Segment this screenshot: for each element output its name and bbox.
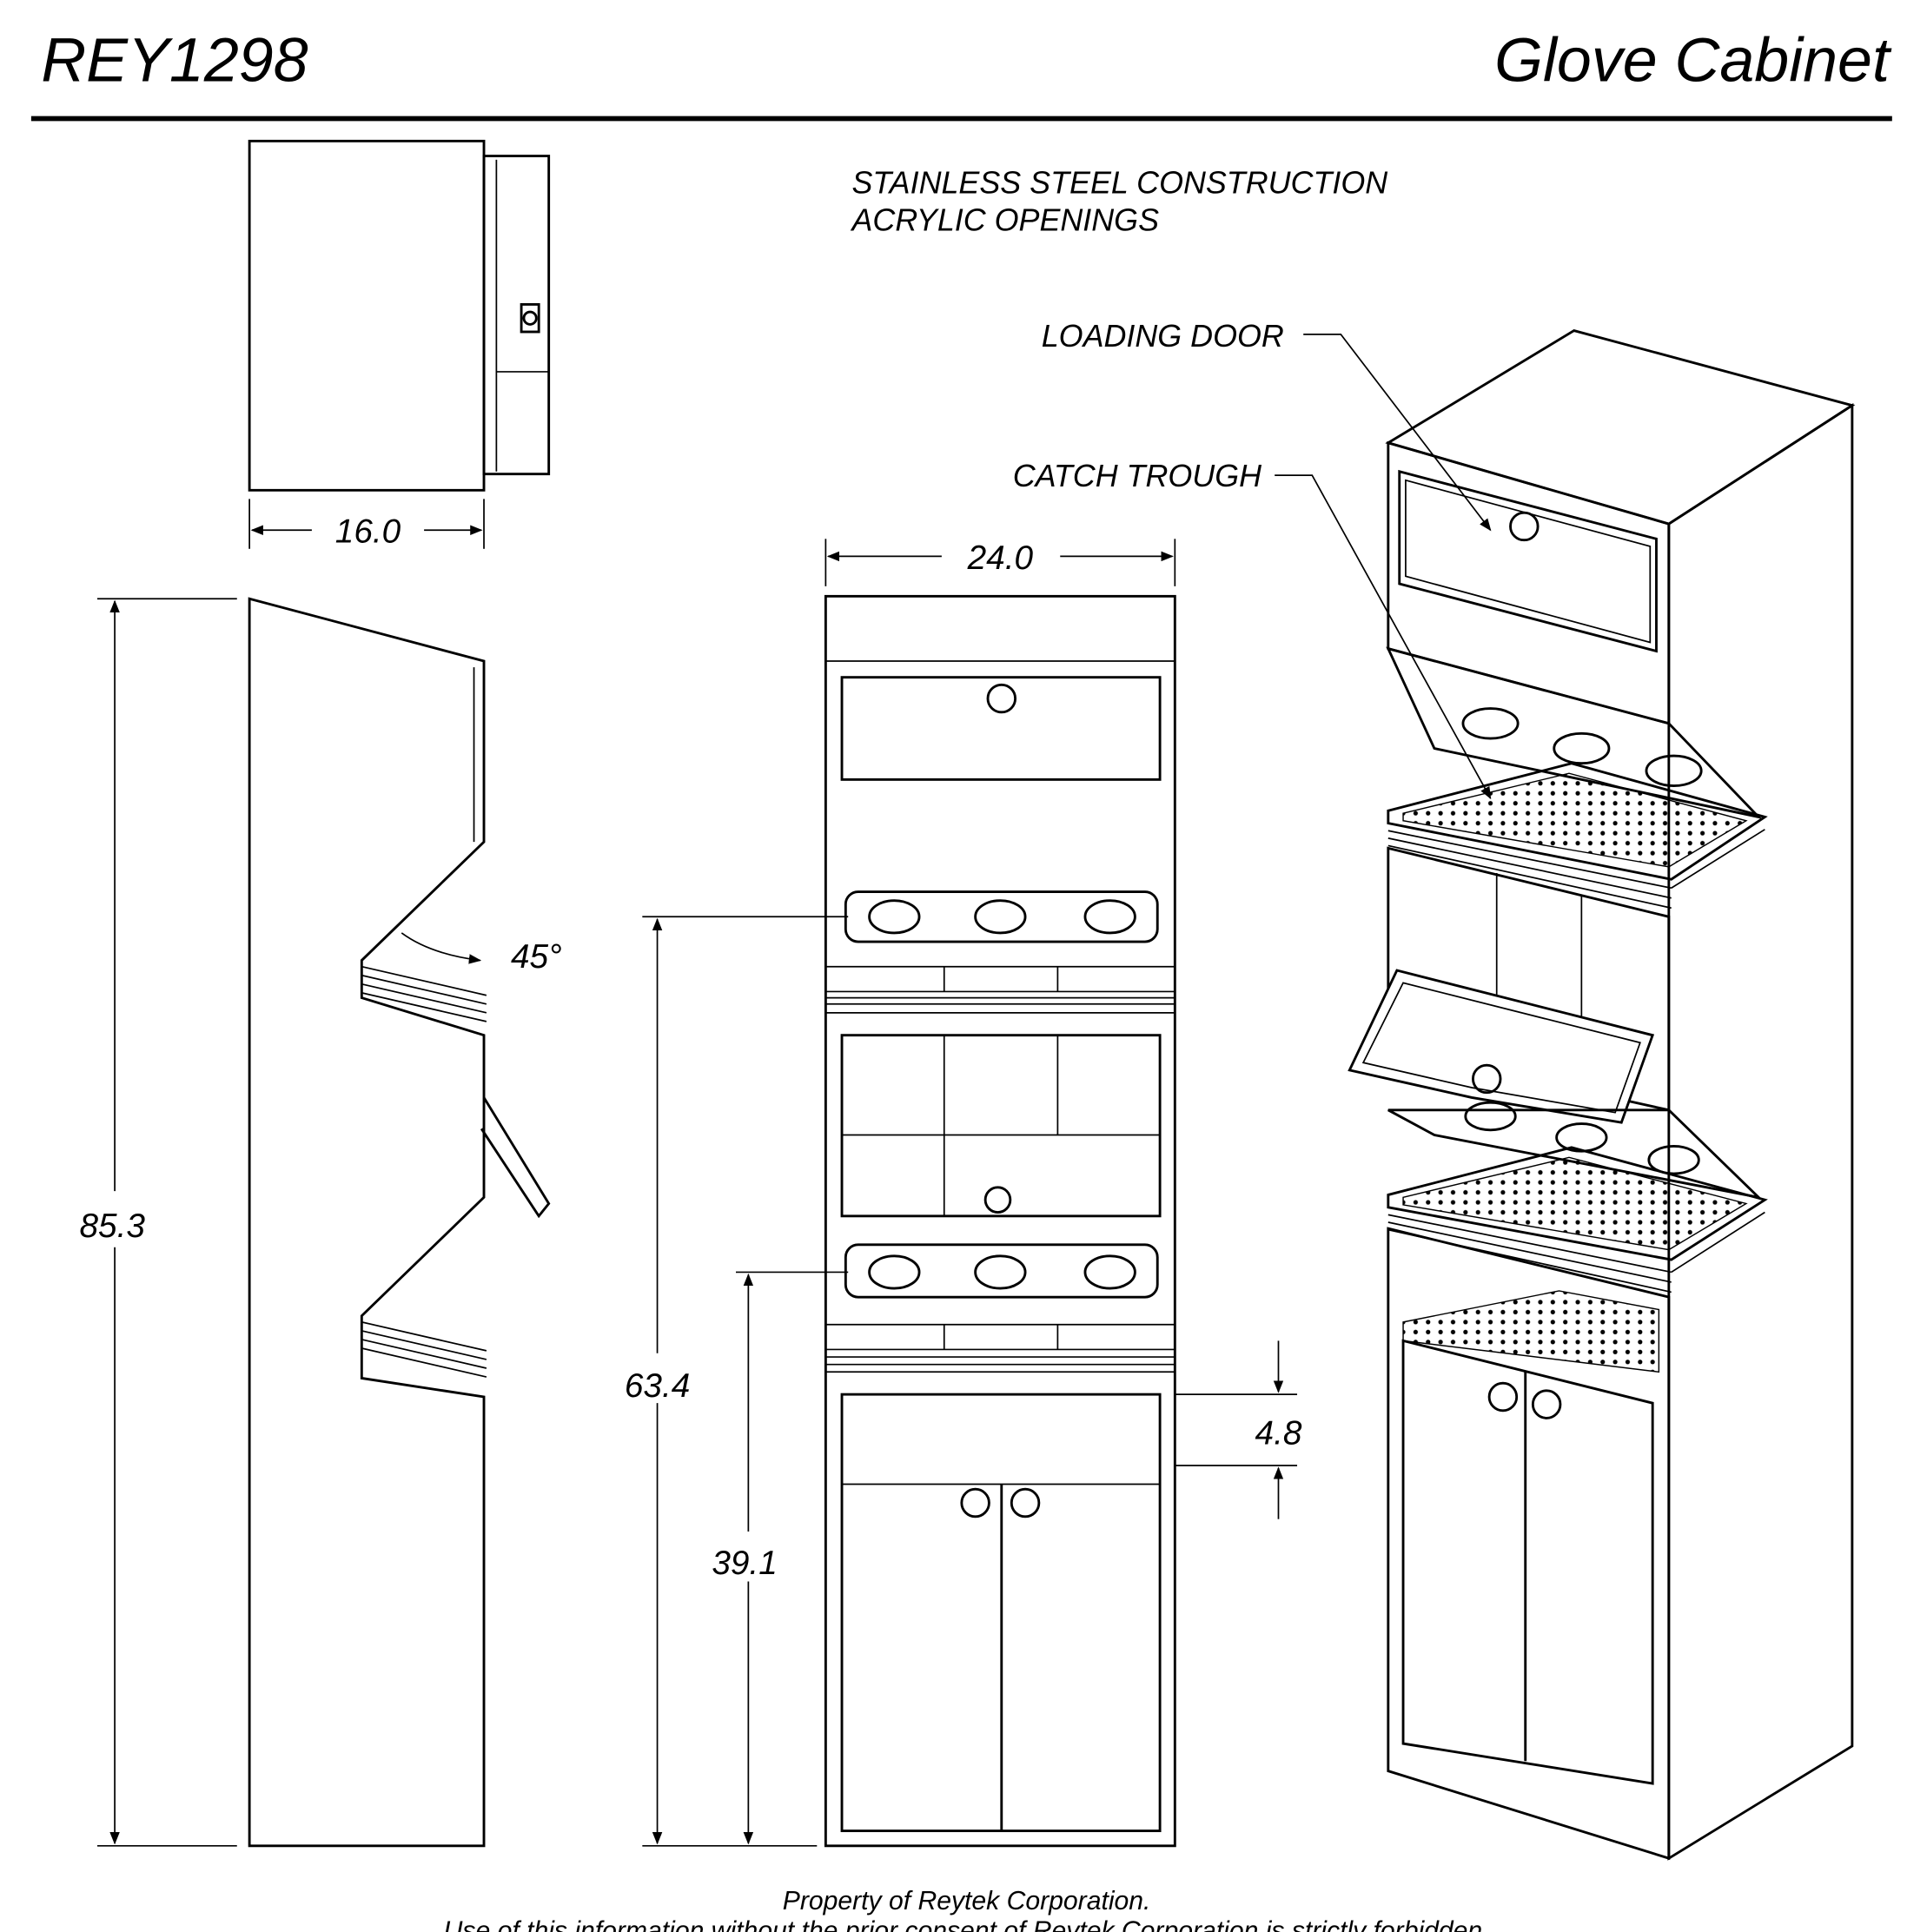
dimension-height: 85.3	[79, 598, 237, 1847]
catch-trough-label: CATCH TROUGH	[1013, 459, 1261, 493]
dimension-depth: 16.0	[248, 499, 485, 551]
height-value: 85.3	[79, 1208, 145, 1245]
knob-icon	[1509, 511, 1540, 542]
front-view	[824, 594, 1176, 1848]
knob-icon	[520, 302, 540, 334]
knob-icon	[1472, 1063, 1502, 1095]
dimension-gap: 4.8	[1175, 1340, 1302, 1519]
dimension-width: 24.0	[824, 539, 1176, 586]
callout-catch-trough: CATCH TROUGH	[1013, 459, 1492, 800]
side-view: 45°	[248, 597, 562, 1848]
width-value: 24.0	[967, 539, 1034, 577]
note-construction: STAINLESS STEEL CONSTRUCTION	[852, 166, 1388, 201]
knob-icon	[1010, 1487, 1041, 1518]
depth-value: 16.0	[335, 513, 401, 551]
drawing-title: Glove Cabinet	[1494, 25, 1892, 95]
knob-icon	[1531, 1389, 1562, 1419]
gap-value: 4.8	[1255, 1415, 1302, 1452]
knob-icon	[1487, 1381, 1519, 1413]
knob-icon	[960, 1487, 990, 1518]
knob-icon	[986, 683, 1017, 714]
dimension-lower-shelf: 39.1	[712, 1271, 849, 1845]
top-view	[248, 139, 551, 492]
note-openings: ACRYLIC OPENINGS	[851, 203, 1160, 238]
loading-door	[840, 676, 1162, 781]
upper-shelf-value: 63.4	[625, 1367, 690, 1405]
part-number: REY1298	[41, 25, 308, 95]
loading-door-label: LOADING DOOR	[1042, 319, 1284, 354]
footer-disclaimer: Use of this information without the prio…	[444, 1916, 1490, 1932]
dimension-upper-shelf: 63.4	[625, 916, 849, 1847]
isometric-view	[1348, 329, 1856, 1861]
lower-shelf-value: 39.1	[712, 1545, 777, 1582]
knob-icon	[983, 1186, 1012, 1214]
angle-value: 45°	[511, 938, 562, 976]
callout-loading-door: LOADING DOOR	[1042, 319, 1492, 532]
footer-property: Property of Reytek Corporation.	[783, 1887, 1151, 1915]
